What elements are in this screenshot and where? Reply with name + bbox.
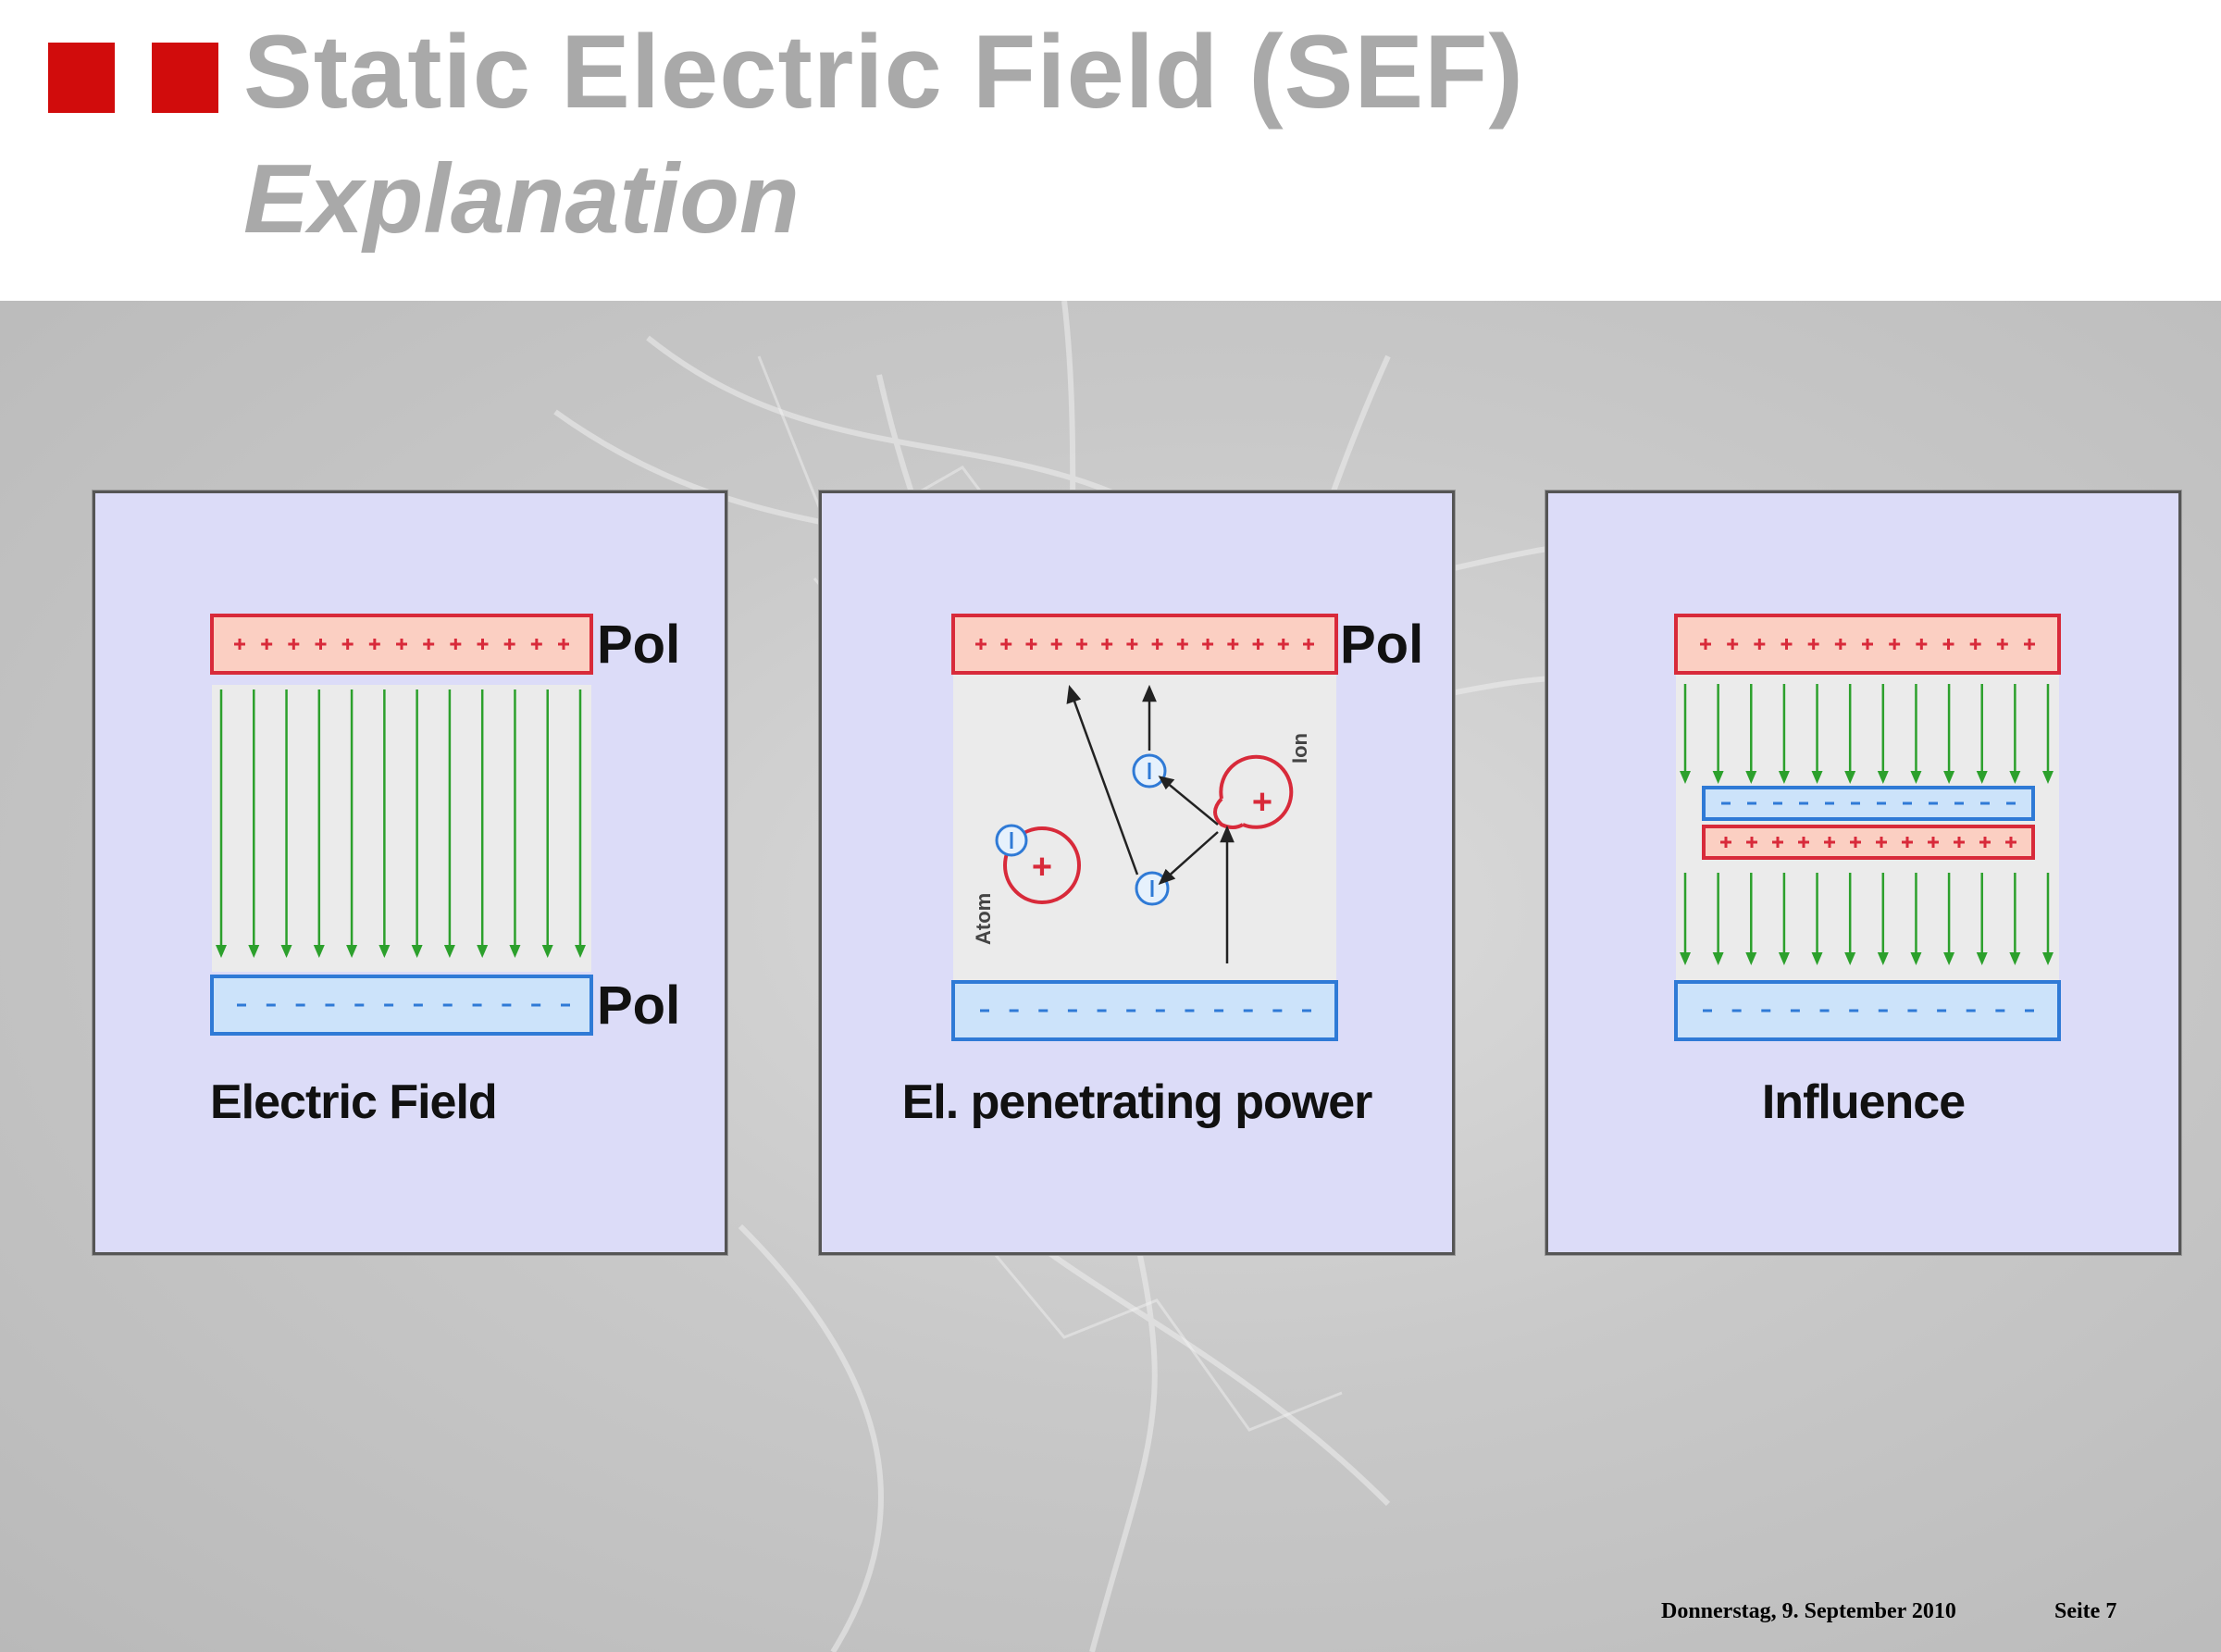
field-arrowhead bbox=[1844, 952, 1856, 965]
plate-label-top: Pol bbox=[1340, 615, 1423, 675]
field-arrowhead bbox=[575, 945, 586, 958]
field-arrowhead bbox=[1877, 771, 1889, 784]
slide-title: Static Electric Field (SEF) bbox=[243, 14, 1524, 130]
induced-positive-charges bbox=[1720, 837, 2016, 848]
field-arrowhead bbox=[411, 945, 423, 958]
field-arrowhead bbox=[346, 945, 358, 958]
field-arrowhead bbox=[1778, 771, 1790, 784]
field-arrowhead bbox=[248, 945, 260, 958]
field-arrowhead bbox=[1811, 771, 1823, 784]
field-arrowhead bbox=[280, 945, 292, 958]
field-arrowhead bbox=[1877, 952, 1889, 965]
trajectory-to-lower-electron bbox=[1165, 831, 1219, 879]
field-arrowhead bbox=[2009, 952, 2021, 965]
field-arrowhead bbox=[378, 945, 391, 958]
field-arrowhead bbox=[1844, 771, 1856, 784]
trajectory-arrowhead bbox=[1158, 868, 1176, 886]
plate-label-top: Pol bbox=[597, 615, 680, 675]
panel-caption: Electric Field bbox=[210, 1075, 498, 1129]
field-arrowhead bbox=[541, 945, 553, 958]
field-arrowhead bbox=[1976, 952, 1988, 965]
field-arrowhead bbox=[1811, 952, 1823, 965]
positive-plate bbox=[951, 614, 1338, 675]
ion-shell bbox=[1219, 754, 1294, 829]
trajectory-lower-up bbox=[1072, 698, 1139, 876]
field-arrowhead bbox=[1712, 952, 1724, 965]
panel-influence: Influence bbox=[1545, 491, 2181, 1255]
field-arrowhead bbox=[1976, 771, 1988, 784]
slide-header: Static Electric Field (SEF) Explanation bbox=[0, 0, 2221, 301]
field-arrowhead bbox=[1745, 952, 1757, 965]
field-lines bbox=[216, 689, 586, 958]
electron-trajectories bbox=[1066, 684, 1235, 963]
ion-gap bbox=[1213, 797, 1245, 829]
trajectory-arrowhead bbox=[1066, 684, 1082, 704]
field-arrowhead bbox=[477, 945, 489, 958]
plate-label-bottom: Pol bbox=[597, 975, 680, 1036]
panel-penetrating-power: Pol + Atom + Ion El. penetrati bbox=[819, 491, 1455, 1255]
penetrating-power-diagram: Pol + Atom + Ion bbox=[951, 614, 1423, 1041]
electric-field-diagram: Pol Pol bbox=[210, 614, 680, 1036]
positive-charges bbox=[234, 639, 569, 650]
field-arrowhead bbox=[1943, 771, 1955, 784]
atom-label: Atom bbox=[972, 893, 995, 945]
accent-square-left bbox=[48, 43, 115, 113]
atom-nucleus-shell bbox=[1003, 826, 1081, 904]
field-arrowhead bbox=[2042, 771, 2053, 784]
trajectory-arrowhead bbox=[1220, 825, 1235, 843]
ion-label: Ion bbox=[1288, 733, 1311, 764]
field-lines-lower bbox=[1680, 873, 2053, 965]
trajectory-arrowhead bbox=[1158, 776, 1175, 790]
field-arrowhead bbox=[216, 945, 227, 958]
panel-caption: Influence bbox=[1761, 1075, 1966, 1129]
positive-charges bbox=[975, 639, 1314, 650]
slide-subtitle: Explanation bbox=[243, 144, 800, 254]
field-arrowhead bbox=[1712, 771, 1724, 784]
field-arrowhead bbox=[1745, 771, 1757, 784]
trajectory-arrowhead bbox=[1142, 684, 1157, 702]
field-arrowhead bbox=[1778, 952, 1790, 965]
atom-plus-sign: + bbox=[1032, 848, 1052, 887]
field-region bbox=[212, 685, 591, 972]
field-arrowhead bbox=[1943, 952, 1955, 965]
panel-caption: El. penetrating power bbox=[901, 1075, 1373, 1129]
field-arrowhead bbox=[1910, 771, 1922, 784]
accent-square-right bbox=[152, 43, 218, 113]
field-arrowhead bbox=[2042, 952, 2053, 965]
field-arrowhead bbox=[443, 945, 455, 958]
field-lines-upper bbox=[1680, 684, 2053, 784]
positive-charges bbox=[1700, 639, 2035, 650]
induced-positive-layer bbox=[1702, 825, 2035, 860]
field-arrowhead bbox=[509, 945, 521, 958]
footer-page-number: Seite 7 bbox=[2054, 1599, 2117, 1623]
trajectory-to-upper-electron bbox=[1165, 781, 1219, 826]
induced-negative-layer bbox=[1702, 786, 2035, 821]
field-arrowhead bbox=[313, 945, 325, 958]
field-arrowhead bbox=[1680, 771, 1691, 784]
field-arrowhead bbox=[1680, 952, 1691, 965]
field-arrowhead bbox=[2009, 771, 2021, 784]
footer-date: Donnerstag, 9. September 2010 bbox=[1661, 1599, 1956, 1623]
influence-diagram bbox=[1674, 614, 2061, 1041]
field-arrowhead bbox=[1910, 952, 1922, 965]
ion-plus-sign: + bbox=[1252, 783, 1272, 822]
panel-electric-field: Pol Pol Electric Field bbox=[93, 491, 727, 1255]
